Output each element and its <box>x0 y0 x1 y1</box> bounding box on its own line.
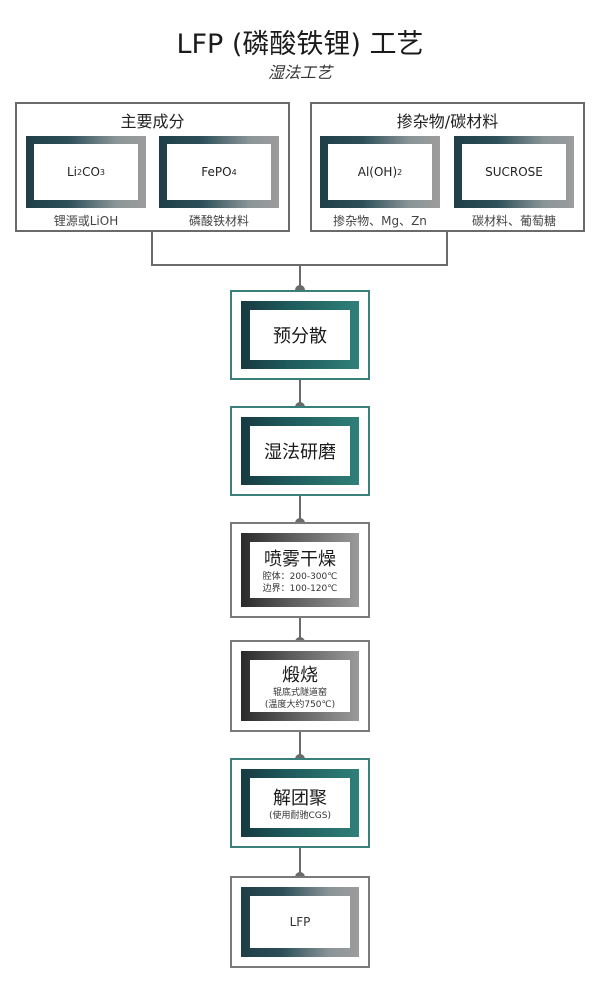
step-content: 预分散 <box>250 310 350 360</box>
step-label: 湿法研磨 <box>264 442 336 463</box>
step-frame: 湿法研磨 <box>241 417 359 485</box>
group-title: 主要成分 <box>120 112 185 131</box>
step-frame: LFP <box>241 887 359 957</box>
diagram-subtitle: 湿法工艺 <box>267 63 332 82</box>
step-label: 解团聚 <box>273 788 327 809</box>
connector-line <box>299 618 301 642</box>
material-caption: 碳材料、葡萄糖 <box>471 214 556 228</box>
step-content: 煅烧 辊底式隧道窑 (温度大约750℃) <box>250 660 350 712</box>
material-formula: Al(OH)2 <box>328 144 432 200</box>
material-box-aloh2: Al(OH)2 <box>320 136 440 208</box>
group-title: 掺杂物/碳材料 <box>396 112 499 131</box>
process-step-predispersion: 预分散 <box>230 290 370 380</box>
step-frame: 解团聚 (使用耐驰CGS) <box>241 769 359 837</box>
step-content: LFP <box>250 896 350 948</box>
step-frame: 煅烧 辊底式隧道窑 (温度大约750℃) <box>241 651 359 721</box>
material-box-sucrose: SUCROSE <box>454 136 574 208</box>
step-label: 煅烧 <box>282 665 318 686</box>
step-content: 湿法研磨 <box>250 426 350 476</box>
step-label: 喷雾干燥 <box>264 549 336 570</box>
step-note: 辊底式隧道窑 <box>272 688 327 698</box>
connector-line <box>299 732 301 760</box>
step-frame: 喷雾干燥 腔体：200-300℃ 边界：100-120℃ <box>241 533 359 607</box>
product-label: LFP <box>289 915 311 929</box>
diagram-title: LFP (磷酸铁锂) 工艺 <box>176 29 424 60</box>
connector-line <box>299 496 301 524</box>
step-content: 解团聚 (使用耐驰CGS) <box>250 778 350 828</box>
material-caption: 磷酸铁材料 <box>188 214 249 228</box>
material-formula: SUCROSE <box>462 144 566 200</box>
connector-line <box>299 264 301 292</box>
process-step-spray-drying: 喷雾干燥 腔体：200-300℃ 边界：100-120℃ <box>230 522 370 618</box>
connector-line <box>299 848 301 878</box>
material-caption: 掺杂物、Mg、Zn <box>333 214 427 228</box>
step-note: (使用耐驰CGS) <box>269 811 331 821</box>
step-note: 边界：100-120℃ <box>262 584 338 594</box>
step-content: 喷雾干燥 腔体：200-300℃ 边界：100-120℃ <box>250 542 350 598</box>
connector-line <box>151 232 153 265</box>
step-frame: 预分散 <box>241 301 359 369</box>
process-step-deagglomeration: 解团聚 (使用耐驰CGS) <box>230 758 370 848</box>
process-step-lfp-product: LFP <box>230 876 370 968</box>
step-note: 腔体：200-300℃ <box>262 572 338 582</box>
process-step-wet-grinding: 湿法研磨 <box>230 406 370 496</box>
material-caption: 锂源或LiOH <box>53 214 119 228</box>
process-step-calcination: 煅烧 辊底式隧道窑 (温度大约750℃) <box>230 640 370 732</box>
step-note: (温度大约750℃) <box>264 700 336 710</box>
step-label: 预分散 <box>273 326 327 347</box>
connector-line <box>446 232 448 265</box>
connector-line <box>299 380 301 408</box>
